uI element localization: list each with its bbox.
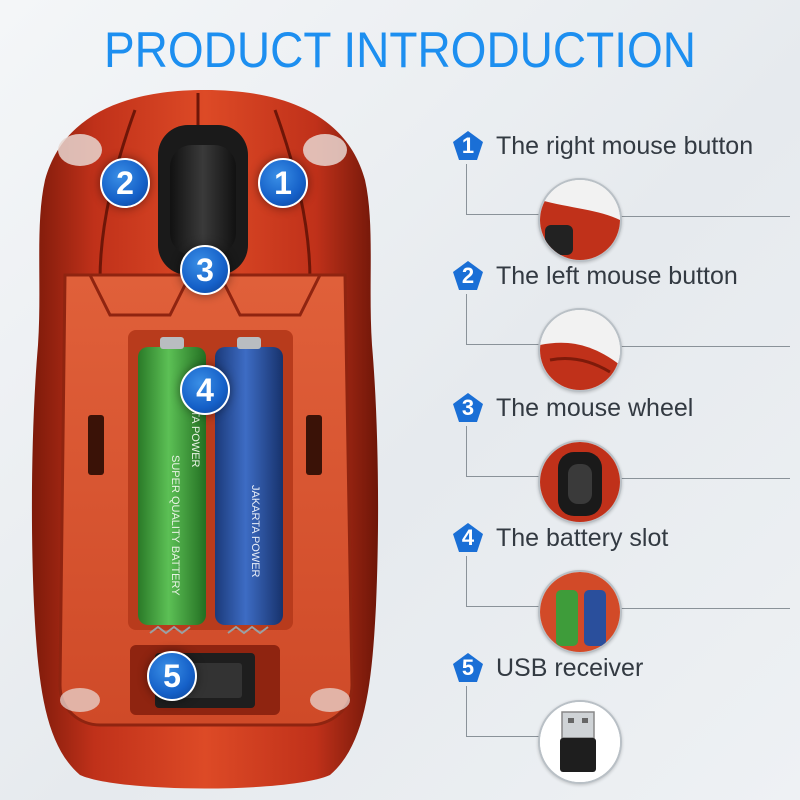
connector-line	[466, 686, 541, 737]
battery-text-blue: JAKARTA POWER	[249, 485, 261, 578]
callout-1: 1	[258, 158, 308, 208]
callout-4: 4	[180, 365, 230, 415]
usb-receiver-thumbnail	[538, 700, 622, 784]
divider-line	[620, 608, 790, 609]
badge-pentagon: 1	[452, 130, 484, 162]
badge-number: 2	[461, 263, 475, 288]
badge-number: 5	[461, 655, 475, 680]
connector-line	[466, 426, 541, 477]
badge-pentagon: 3	[452, 392, 484, 424]
callout-5: 5	[147, 651, 197, 701]
badge-pentagon: 2	[452, 260, 484, 292]
mouse-wheel-thumbnail	[538, 440, 622, 524]
page-title: PRODUCT INTRODUCTION	[103, 22, 697, 78]
right-button-thumbnail	[538, 178, 622, 262]
battery-slot-thumbnail	[538, 570, 622, 654]
badge-number: 4	[461, 525, 475, 550]
divider-line	[620, 346, 790, 347]
connector-line	[466, 294, 541, 345]
divider-line	[620, 478, 790, 479]
badge-pentagon: 4	[452, 522, 484, 554]
feature-label: The battery slot	[496, 524, 669, 552]
mouse-photo: JAKARTA POWER SUPER QUALITY BATTERY JAKA…	[20, 85, 390, 795]
feature-label: The mouse wheel	[496, 394, 694, 422]
feature-list: 1 The right mouse button 2 The left mous…	[440, 120, 800, 800]
feature-label: The right mouse button	[496, 132, 754, 160]
left-button-thumbnail	[538, 308, 622, 392]
badge-pentagon: 5	[452, 652, 484, 684]
connector-line	[466, 556, 541, 607]
badge-number: 1	[461, 133, 475, 158]
badge-number: 3	[461, 395, 475, 420]
connector-line	[466, 164, 541, 215]
car-mouse-illustration: JAKARTA POWER SUPER QUALITY BATTERY JAKA…	[31, 90, 379, 789]
callout-3: 3	[180, 245, 230, 295]
divider-line	[620, 216, 790, 217]
battery-text-green-2: SUPER QUALITY BATTERY	[169, 455, 181, 596]
callout-2: 2	[100, 158, 150, 208]
feature-label: The left mouse button	[496, 262, 738, 290]
feature-label: USB receiver	[496, 654, 644, 682]
